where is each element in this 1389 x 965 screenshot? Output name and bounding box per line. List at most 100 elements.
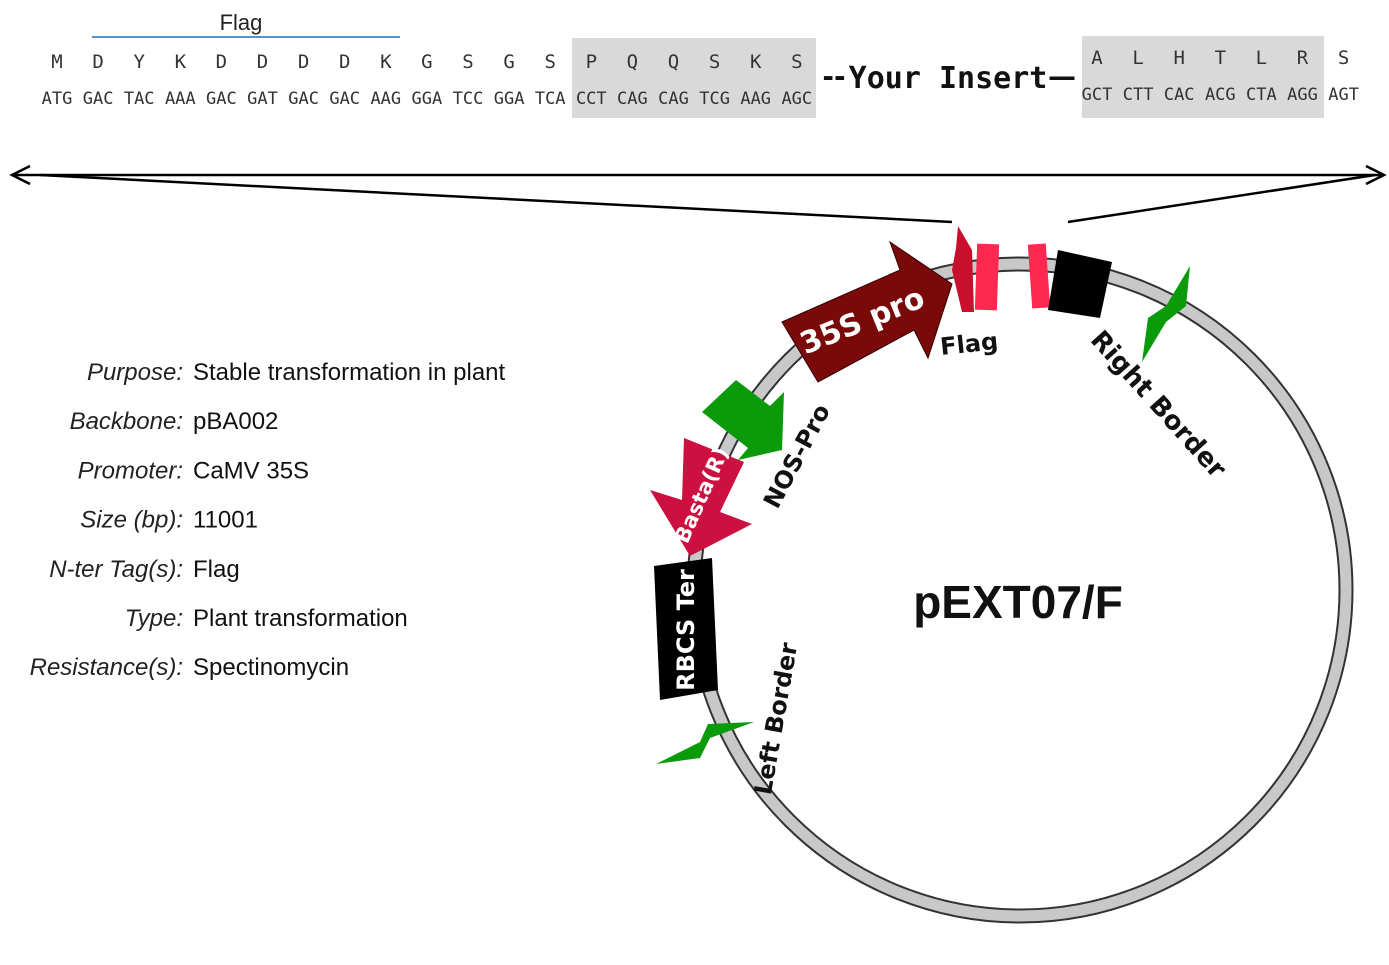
info-value: Plant transformation xyxy=(193,605,408,632)
codon: ATG xyxy=(42,89,73,109)
amino-acid: Q xyxy=(668,51,679,73)
rbcs-ter-label: RBCS Ter xyxy=(672,569,700,691)
amino-acid: T xyxy=(1215,47,1226,69)
amino-acid: L xyxy=(1256,47,1267,69)
amino-acid: P xyxy=(586,51,597,73)
amino-acid: D xyxy=(298,51,309,73)
zoom-line-left xyxy=(39,173,953,224)
arrow-right-head xyxy=(1365,164,1387,186)
amino-acid: Y xyxy=(133,51,145,73)
insert-right-dash: — xyxy=(1048,60,1076,93)
rbcs-ter-block xyxy=(654,558,718,700)
right-border-label: Right Border xyxy=(1084,325,1232,484)
codon: CTT xyxy=(1123,85,1154,105)
info-key: Size (bp): xyxy=(80,507,183,534)
amino-acid: R xyxy=(1297,47,1309,69)
codon: GAC xyxy=(288,89,319,109)
plasmid-name: pEXT07/F xyxy=(913,576,1123,628)
info-key: Resistance(s): xyxy=(30,654,183,681)
codon: GGA xyxy=(494,89,525,109)
codon: TCA xyxy=(535,89,566,109)
flag-tag-box xyxy=(974,243,1000,311)
codon: GAC xyxy=(329,89,360,109)
amino-acid: D xyxy=(216,51,227,73)
amino-acid: S xyxy=(462,51,473,73)
flag-bar-label: Flag xyxy=(220,10,263,35)
basta-arrow xyxy=(650,438,752,556)
insert-tag-box xyxy=(1027,243,1051,309)
plasmid-map: 35S pro Flag Right Border NOS-Pro Basta(… xyxy=(650,226,1354,924)
info-value: Spectinomycin xyxy=(193,654,349,681)
right-black-block xyxy=(1048,250,1112,318)
codon: AAA xyxy=(165,89,196,109)
codon: GAC xyxy=(83,89,114,109)
arrow-left-head xyxy=(9,164,31,186)
info-key: Type: xyxy=(125,605,183,632)
highlight-box-left xyxy=(572,38,816,118)
info-value: Stable transformation in plant xyxy=(193,359,506,386)
codon: TAC xyxy=(124,89,155,109)
amino-acid: S xyxy=(791,51,802,73)
amino-acid: K xyxy=(750,51,762,73)
amino-acid: D xyxy=(92,51,103,73)
zoom-lines xyxy=(9,164,1387,224)
amino-acid: S xyxy=(709,51,720,73)
amino-acid: L xyxy=(1132,47,1143,69)
amino-acid: G xyxy=(421,51,432,73)
codon-row-right: GCT CTT CAC ACG CTA AGG AGT xyxy=(1082,85,1359,105)
info-value: CaMV 35S xyxy=(193,457,309,484)
codon: AGT xyxy=(1328,85,1359,105)
amino-acid: S xyxy=(1338,47,1349,69)
info-key: N-ter Tag(s): xyxy=(49,556,183,583)
flag-tag-marker xyxy=(952,226,974,312)
codon: GGA xyxy=(412,89,443,109)
insert-label: Your Insert xyxy=(849,61,1048,96)
vector-info-panel: Purpose: Stable transformation in plantBa… xyxy=(30,359,506,681)
codon: CTA xyxy=(1246,85,1277,105)
info-value: pBA002 xyxy=(193,408,278,435)
zoom-line-right xyxy=(1067,173,1376,224)
amino-acid: A xyxy=(1091,47,1103,69)
codon: CAG xyxy=(658,89,689,109)
codon: AGC xyxy=(781,89,812,109)
codon: TCG xyxy=(699,89,730,109)
info-key: Backbone: xyxy=(70,408,183,435)
codon: AAG xyxy=(370,89,401,109)
codon: ACG xyxy=(1205,85,1236,105)
codon: CAC xyxy=(1164,85,1195,105)
left-border-marker xyxy=(656,722,754,764)
right-border-marker xyxy=(1142,266,1190,362)
codon: AGG xyxy=(1287,85,1318,105)
nos-pro-arrow xyxy=(702,380,784,460)
amino-acid: S xyxy=(544,51,555,73)
codon: CAG xyxy=(617,89,648,109)
amino-acid: D xyxy=(257,51,268,73)
info-key: Purpose: xyxy=(87,359,183,386)
codon: AAG xyxy=(740,89,771,109)
codon: GAT xyxy=(247,89,278,109)
left-border-label: Left Border xyxy=(749,640,803,796)
amino-acid: G xyxy=(503,51,514,73)
amino-acid: D xyxy=(339,51,350,73)
insert-left-dash: -- xyxy=(822,60,845,93)
codon: GCT xyxy=(1082,85,1113,105)
info-value: Flag xyxy=(193,556,240,583)
codon: GAC xyxy=(206,89,237,109)
info-value: 11001 xyxy=(193,507,258,534)
amino-acid: Q xyxy=(627,51,638,73)
amino-acid: M xyxy=(51,51,62,73)
amino-acid: K xyxy=(175,51,187,73)
flag-feature-label: Flag xyxy=(939,327,1000,361)
amino-acid: K xyxy=(380,51,392,73)
info-key: Promoter: xyxy=(78,457,183,484)
codon: CCT xyxy=(576,89,607,109)
promoter-35s-arrow xyxy=(781,240,953,383)
codon-row: ATG GAC TAC AAA GAC GAT GAC GAC AAG GGA TCC GGA TCA C… xyxy=(42,89,813,109)
highlight-box-right xyxy=(1082,36,1324,118)
codon: TCC xyxy=(453,89,484,109)
amino-acid: H xyxy=(1173,47,1184,69)
